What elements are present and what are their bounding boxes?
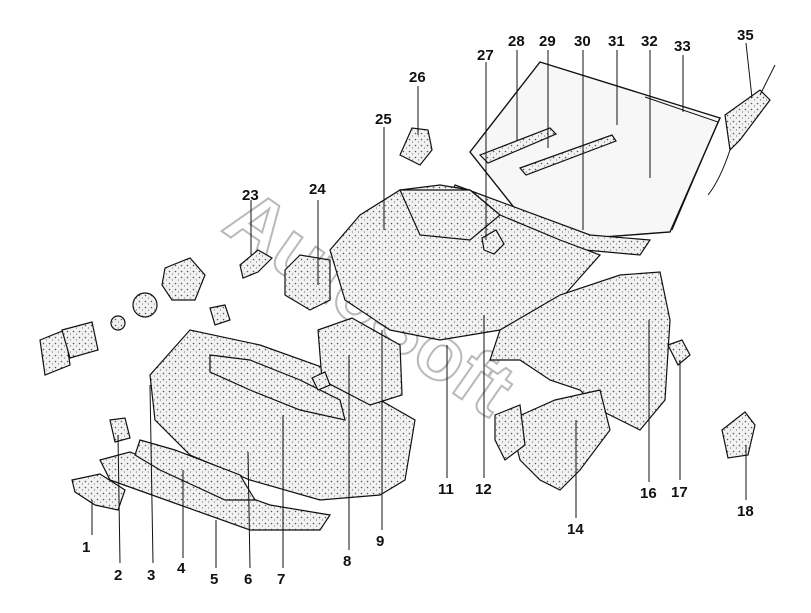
- callout-12: 12: [475, 481, 492, 498]
- wing-bracket: [721, 411, 756, 459]
- windscreen-seal: [644, 96, 719, 231]
- callout-3: 3: [147, 567, 155, 584]
- indicator-lamp: [39, 329, 71, 376]
- callout-28: 28: [508, 33, 525, 50]
- bonnet: [329, 184, 602, 341]
- callout-7: 7: [277, 571, 285, 588]
- callout-17: 17: [671, 484, 688, 501]
- callout-24: 24: [309, 181, 326, 198]
- lower-grille: [134, 439, 257, 501]
- callout-2: 2: [114, 567, 122, 584]
- bumper-reinforcement: [209, 354, 346, 421]
- callout-26: 26: [409, 69, 426, 86]
- callout-18: 18: [737, 503, 754, 520]
- bonnet-hinge: [399, 127, 433, 166]
- grille-clip: [311, 371, 331, 391]
- callout-9: 9: [376, 533, 384, 550]
- callout-11: 11: [438, 481, 454, 498]
- bumper-bracket: [109, 417, 131, 443]
- callout-25: 25: [375, 111, 392, 128]
- side-repeater: [667, 339, 691, 366]
- callout-23: 23: [242, 187, 259, 204]
- wheel-arch-liner: [509, 389, 611, 491]
- callout-32: 32: [641, 33, 658, 50]
- callout-35: 35: [737, 27, 754, 44]
- callout-14: 14: [567, 521, 584, 538]
- headlamp: [284, 254, 331, 311]
- indicator-frame: [61, 321, 99, 359]
- fog-lamp: [71, 473, 126, 511]
- washer-pump: [724, 89, 771, 152]
- callout-8: 8: [343, 553, 351, 570]
- headlamp-housing: [161, 257, 206, 301]
- headlamp-bracket: [239, 249, 273, 279]
- callout-27: 27: [477, 47, 494, 64]
- callout-29: 29: [539, 33, 556, 50]
- callout-1: 1: [82, 539, 90, 556]
- callout-6: 6: [244, 571, 252, 588]
- front-wing: [489, 271, 671, 431]
- callout-labels: 1 2 3 4 5 6 7 8 9 11 12 14 16 17 18 23 2…: [82, 27, 754, 588]
- mud-flap: [494, 404, 526, 461]
- callout-33: 33: [674, 38, 691, 55]
- parts: [39, 61, 776, 531]
- callout-4: 4: [177, 560, 186, 577]
- bulb-holder: [209, 304, 231, 326]
- leader-lines: [91, 42, 753, 569]
- callout-31: 31: [608, 33, 625, 50]
- callout-5: 5: [210, 571, 218, 588]
- wiper-arm: [478, 127, 558, 164]
- headlamp-bulb: [110, 315, 126, 331]
- headlamp-bulb-cap: [132, 292, 158, 318]
- callout-30: 30: [574, 33, 591, 50]
- callout-16: 16: [640, 485, 657, 502]
- bonnet-insulation: [399, 189, 501, 241]
- wiper-blade: [518, 134, 617, 176]
- bonnet-lock: [481, 229, 505, 255]
